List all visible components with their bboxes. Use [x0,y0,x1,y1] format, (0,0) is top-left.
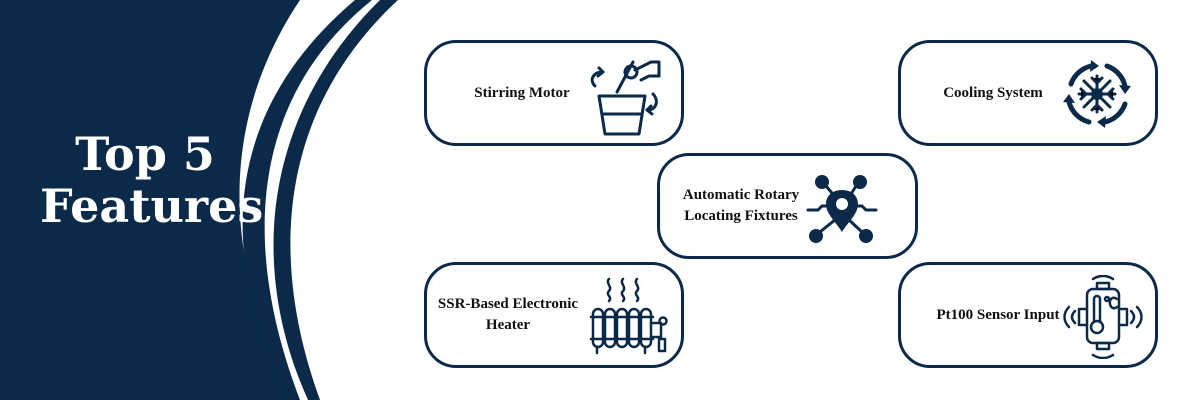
feature-label-automatic-rotary-locating-fixtures: Automatic Rotary Locating Fixtures [682,187,800,224]
feature-label-ssr-based-electronic-heater: SSR-Based Electronic Heater [437,296,579,333]
stirring-cup-icon [590,60,661,136]
radiator-heater-icon [589,277,668,355]
headline-line-1: Top 5 [75,127,215,181]
feature-label-cooling-system: Cooling System [943,84,1043,101]
feature-card-pt100-sensor-input: Pt100 Sensor Input [898,262,1158,368]
feature-card-cooling-system: Cooling System [898,40,1158,146]
feature-card-automatic-rotary-locating-fixtures: Automatic Rotary Locating Fixtures [657,153,918,259]
feature-label-pt100-sensor-input: Pt100 Sensor Input [936,306,1060,323]
temperature-sensor-icon [1063,275,1143,359]
feature-card-stirring-motor: Stirring Motor [424,40,684,146]
location-network-icon [806,175,878,243]
snowflake-cycle-icon [1063,60,1131,128]
feature-label-stirring-motor: Stirring Motor [474,84,570,101]
feature-card-ssr-based-electronic-heater: SSR-Based Electronic Heater [424,262,684,368]
headline: Top 5 Features [40,127,264,233]
headline-line-2: Features [40,179,264,233]
